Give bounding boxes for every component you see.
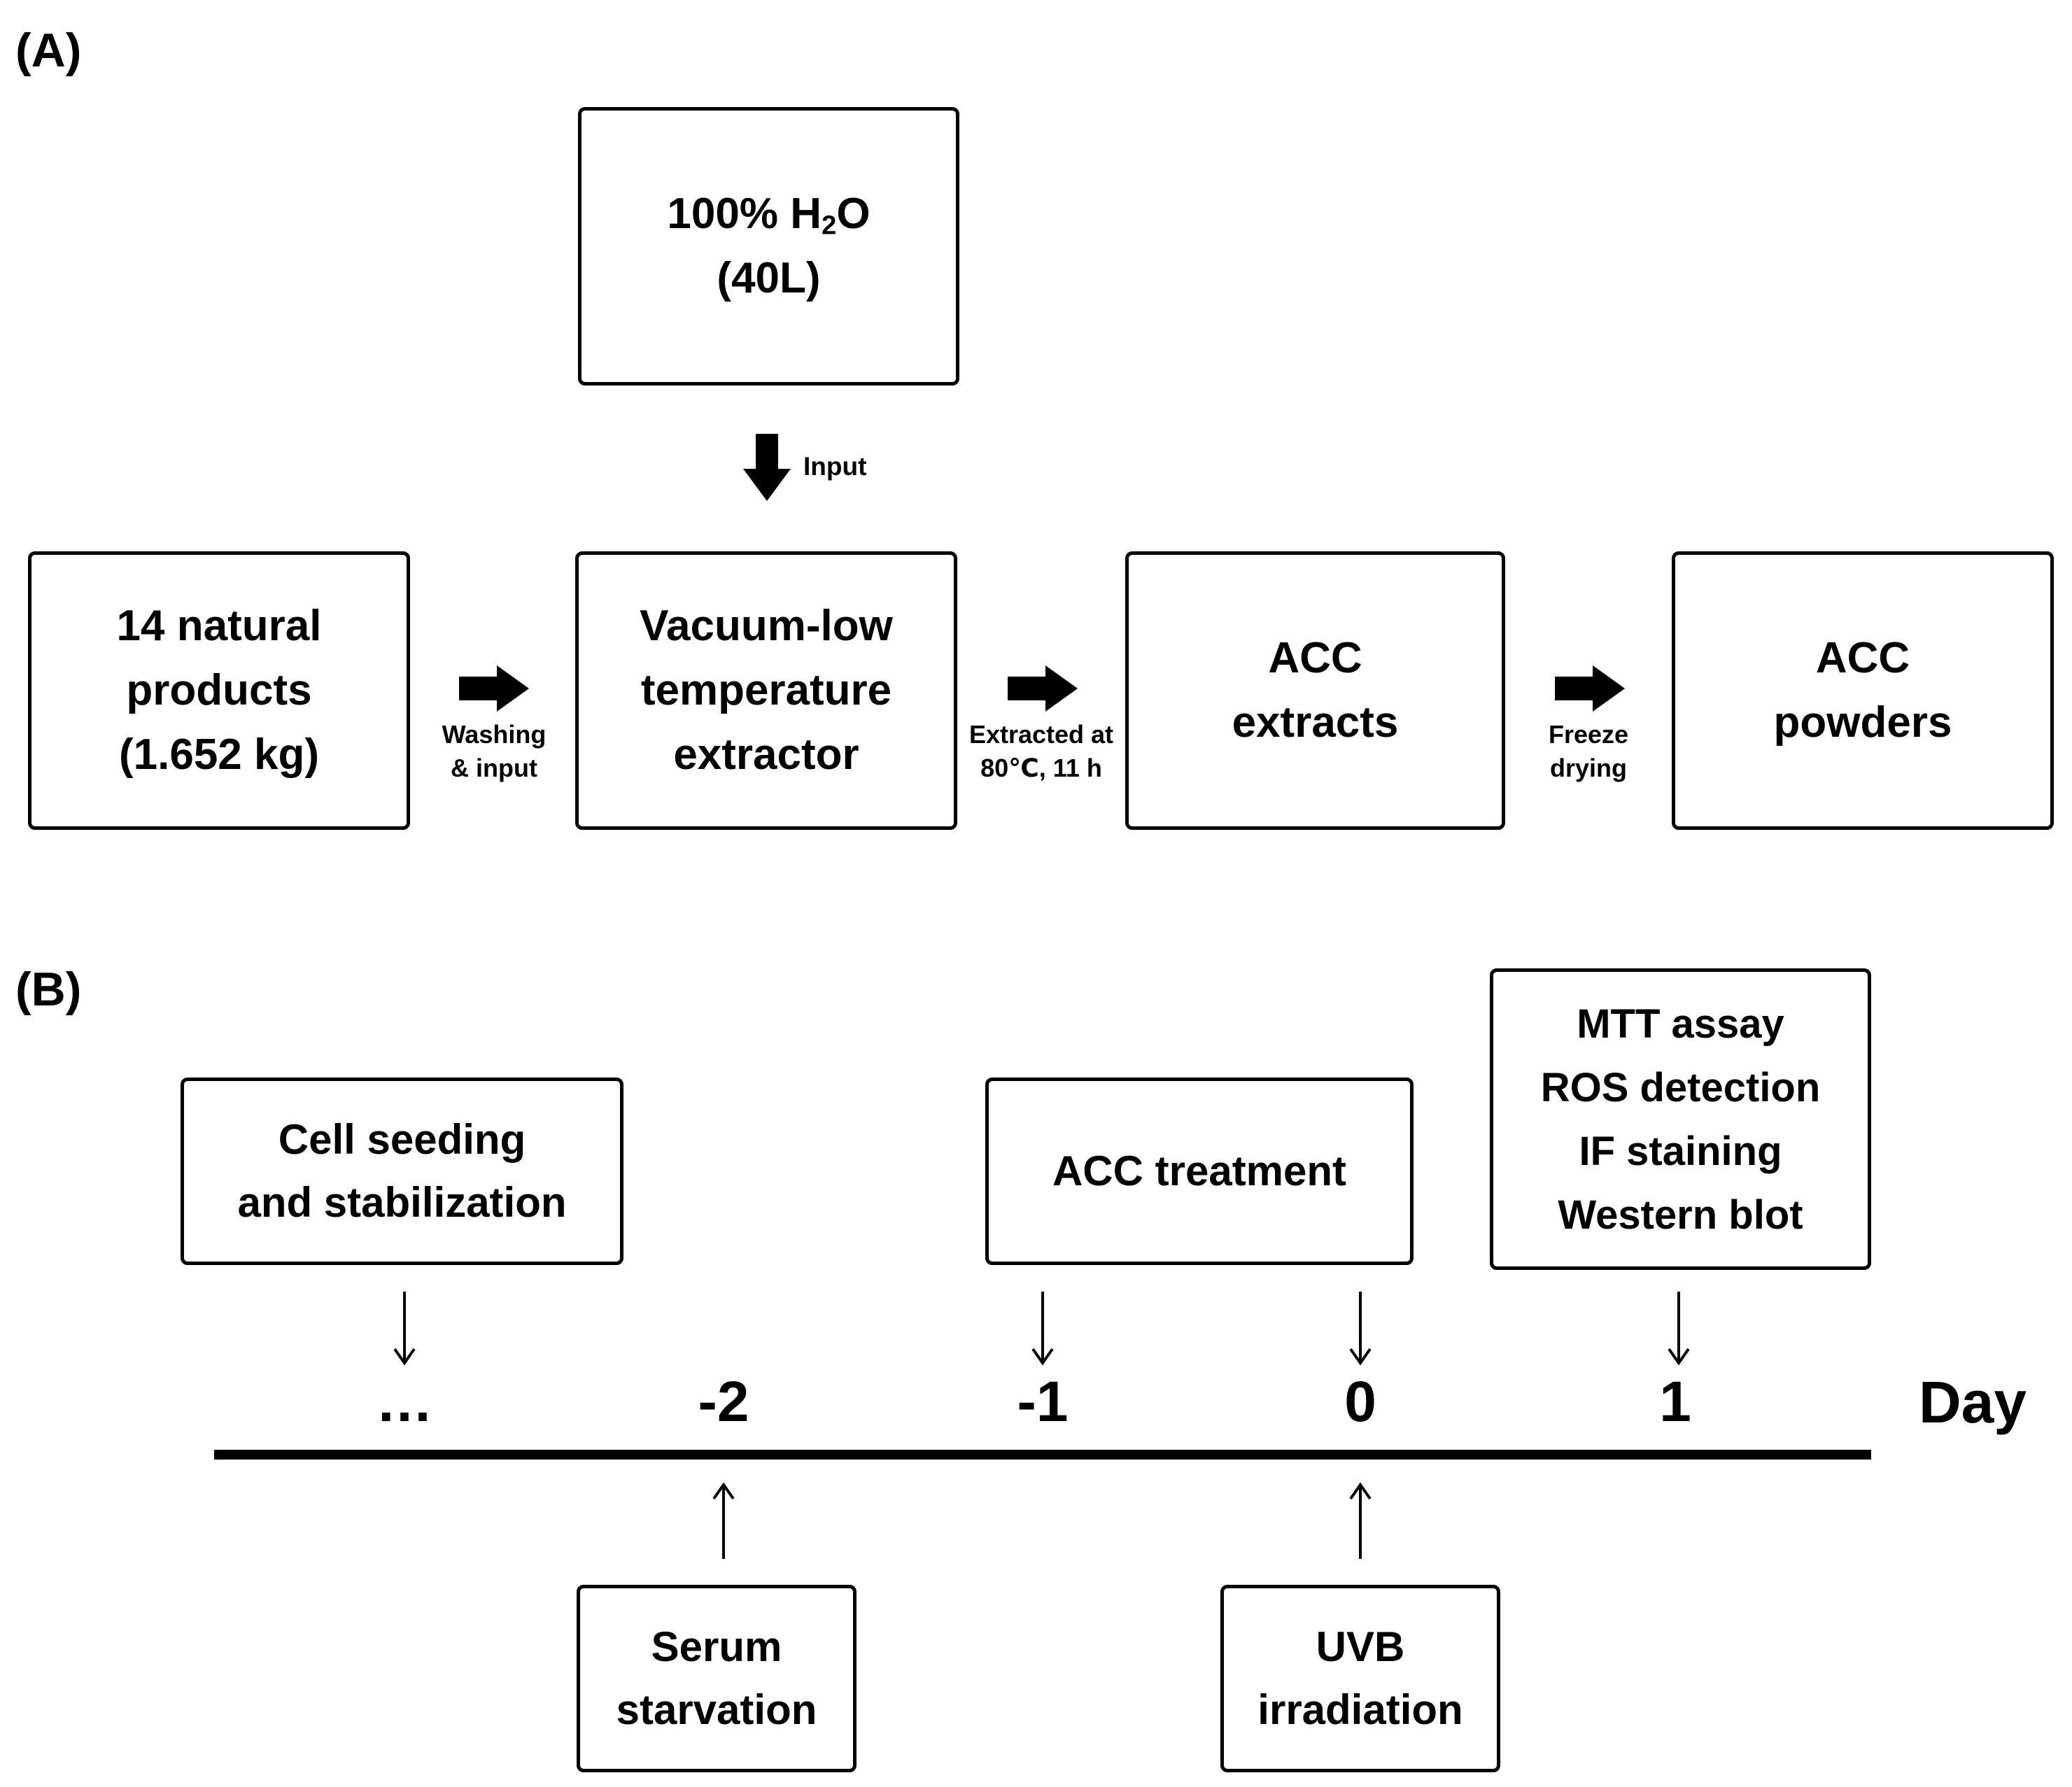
acc-extracts-line2: extracts	[1232, 698, 1399, 747]
acc-extracts-box: ACC extracts	[1125, 551, 1505, 830]
arrow-down-acc-treatment	[1031, 1292, 1054, 1366]
natural-products-box: 14 natural products (1.652 kg)	[28, 551, 410, 830]
natural-products-line2: products	[126, 666, 312, 714]
timeline-tick-1: 1	[1659, 1370, 1691, 1434]
uvb-irradiation-box: UVB irradiation	[1220, 1585, 1500, 1772]
timeline-axis	[214, 1450, 1871, 1460]
input-arrow-label: Input	[803, 452, 867, 481]
if-staining-line: IF staining	[1579, 1128, 1782, 1174]
washing-arrow	[459, 665, 529, 712]
assays-box: MTT assay ROS detection IF staining West…	[1490, 968, 1871, 1270]
serum-starvation-line1: Serum	[651, 1623, 782, 1670]
panel-b-label: (B)	[15, 963, 82, 1016]
acc-powders-line2: powders	[1773, 698, 1952, 747]
timeline-axis-label: Day	[1919, 1369, 2027, 1435]
acc-treatment-line1: ACC treatment	[1052, 1147, 1347, 1194]
timeline-tick-minus-1: -1	[1017, 1370, 1069, 1434]
extractor-line3: extractor	[673, 730, 859, 779]
freeze-drying-label: Freeze drying	[1548, 720, 1629, 782]
natural-products-line1: 14 natural	[116, 602, 322, 650]
extracted-label: Extracted at 80℃, 11 h	[968, 720, 1114, 782]
serum-starvation-box: Serum starvation	[577, 1585, 857, 1772]
water-volume: (40L)	[717, 254, 821, 302]
arrow-down-cell-seeding	[393, 1292, 416, 1366]
serum-starvation-line2: starvation	[616, 1686, 817, 1733]
water-formula: 100% H2O	[667, 190, 871, 241]
cell-seeding-box: Cell seeding and stabilization	[181, 1078, 623, 1265]
freeze-drying-arrow	[1555, 665, 1625, 712]
arrow-down-day-0	[1349, 1292, 1372, 1366]
natural-products-line3: (1.652 kg)	[118, 730, 320, 779]
extractor-line1: Vacuum-low	[640, 602, 893, 650]
arrow-up-serum-starvation	[712, 1482, 735, 1559]
arrow-down-assays	[1668, 1292, 1690, 1366]
cell-seeding-line2: and stabilization	[237, 1179, 567, 1226]
acc-powders-line1: ACC	[1815, 634, 1910, 682]
western-blot-line: Western blot	[1558, 1192, 1803, 1238]
acc-powders-box: ACC powders	[1672, 551, 2054, 830]
water-box: 100% H2O (40L)	[578, 107, 959, 386]
extracted-arrow	[1008, 665, 1078, 712]
uvb-irradiation-line1: UVB	[1316, 1623, 1405, 1670]
ros-detection-line: ROS detection	[1540, 1064, 1821, 1110]
panel-a-label: (A)	[15, 24, 82, 77]
timeline-tick-minus-2: -2	[698, 1370, 749, 1434]
uvb-irradiation-line2: irradiation	[1257, 1686, 1463, 1733]
washing-label: Washing & input	[442, 720, 547, 782]
timeline-tick-ellipsis: …	[376, 1370, 433, 1434]
cell-seeding-line1: Cell seeding	[278, 1116, 526, 1163]
timeline-tick-0: 0	[1344, 1370, 1376, 1434]
mtt-assay-line: MTT assay	[1577, 1001, 1784, 1047]
input-arrow	[743, 434, 791, 501]
arrow-up-uvb-irradiation	[1349, 1482, 1372, 1559]
extractor-line2: temperature	[640, 666, 892, 714]
extractor-box: Vacuum-low temperature extractor	[575, 551, 957, 830]
acc-treatment-box: ACC treatment	[985, 1078, 1414, 1265]
acc-extracts-line1: ACC	[1268, 634, 1362, 682]
